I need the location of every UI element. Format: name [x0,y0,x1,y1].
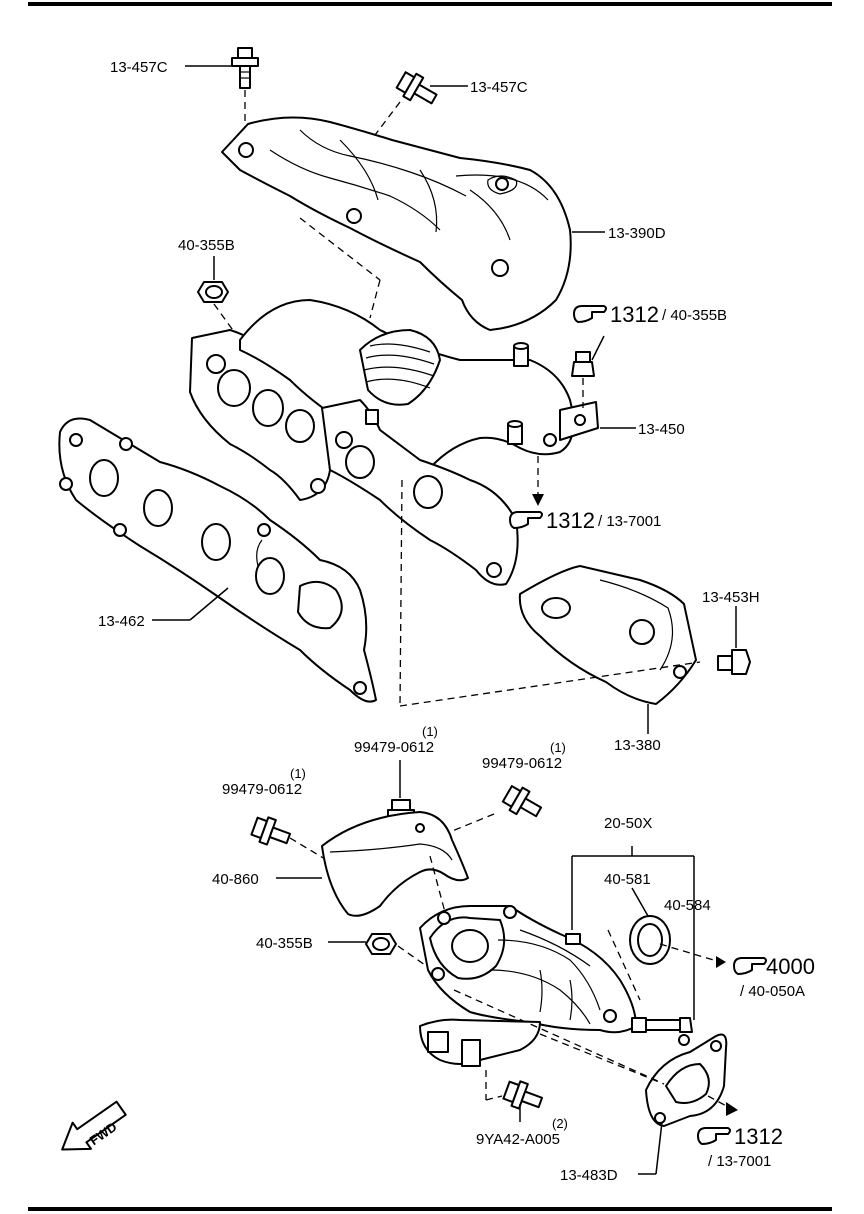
label-manifold: 13-450 [638,421,685,438]
manifold-gasket-shape [58,417,377,703]
label-gasket: 13-462 [98,613,145,630]
label-assembly-group: 20-50X [604,815,652,832]
stud-nut-shape [717,649,751,675]
ref-mid-part: / 13-7001 [598,513,661,530]
nut-right-shape [571,351,595,377]
label-nut-lower: 40-355B [256,935,313,952]
qty-bolt-right: (1) [550,740,566,755]
label-upper-insulator: 13-390D [608,225,666,242]
label-sensor: 40-581 [604,871,651,888]
ref-lower-code: 4000 [766,954,815,979]
bolt-top-right-shape [395,71,438,105]
nut-left-shape [197,281,229,303]
ref-lower-part: / 40-050A [740,983,805,1000]
ref-bottom-part: / 13-7001 [708,1153,771,1170]
label-bolt-top-left: 13-457C [110,59,168,76]
pointing-hand-icon [697,1127,731,1145]
pointing-hand-icon [733,957,767,975]
exhaust-manifold-shape [189,299,599,586]
bolt-top-left-shape [231,47,259,89]
bolt-right-shape [501,785,543,818]
label-sensor-b: 40-584 [664,897,711,914]
nut-lower-shape [365,933,397,955]
label-gasket-bottom: 13-483D [560,1167,618,1184]
ref-mid-code: 1312 [546,508,595,533]
lower-heat-insulator-shape [518,565,697,705]
bolt-bottom-shape [502,1080,544,1110]
label-bolt-left: 99479-0612 [222,781,302,798]
qty-bolt-left: (1) [290,766,306,781]
label-bolt-right: 99479-0612 [482,755,562,772]
ref-upper-code: 1312 [610,302,659,327]
label-nut-left: 40-355B [178,237,235,254]
oxygen-sensor-shape [629,915,671,965]
label-stud-nut: 13-453H [702,589,760,606]
qty-bolt-bottom: (2) [552,1116,568,1131]
upper-heat-insulator-shape [221,116,572,331]
bracket-shape [321,811,469,917]
label-lower-insulator: 13-380 [614,737,661,754]
ref-upper-part: / 40-355B [662,307,727,324]
label-bracket: 40-860 [212,871,259,888]
label-bolt-center: 99479-0612 [354,739,434,756]
qty-bolt-center: (1) [422,724,438,739]
label-bolt-bottom: 9YA42-A005 [476,1131,560,1148]
bolt-left-shape [250,816,292,846]
label-bolt-top-right: 13-457C [470,79,528,96]
fwd-arrow-icon [61,1100,127,1151]
pointing-hand-icon [573,305,607,323]
pointing-hand-icon [509,511,543,529]
ref-bottom-code: 1312 [734,1124,783,1149]
catalytic-converter-shape [419,905,637,1067]
bottom-gasket-shape [645,1033,728,1127]
sensor-stud-shape [631,1017,693,1033]
